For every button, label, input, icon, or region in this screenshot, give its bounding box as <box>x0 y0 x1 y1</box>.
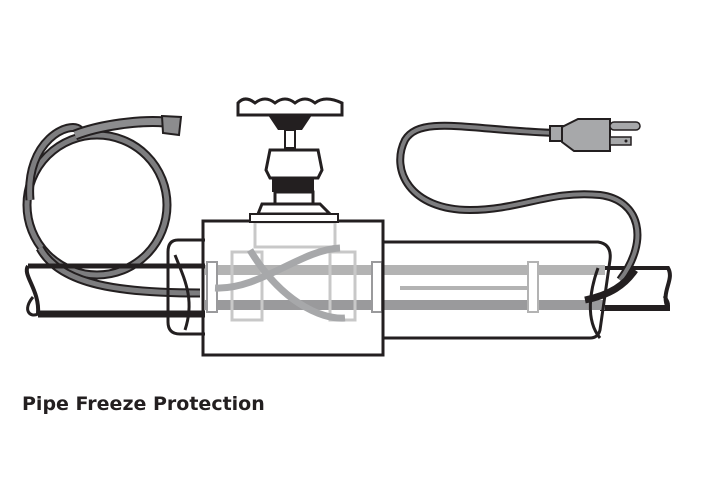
figure-caption: Pipe Freeze Protection <box>22 393 265 415</box>
coiled-cable-icon <box>22 114 201 298</box>
end-cap-icon <box>160 114 183 137</box>
pipe-icon <box>24 263 672 318</box>
pipe-freeze-protection-illustration <box>22 97 672 357</box>
insulation-sleeve-icon <box>166 238 612 340</box>
valve-handle-icon <box>236 97 344 223</box>
valve-housing-icon <box>201 219 385 357</box>
power-plug-icon <box>549 118 641 152</box>
power-cord-icon <box>396 121 642 304</box>
